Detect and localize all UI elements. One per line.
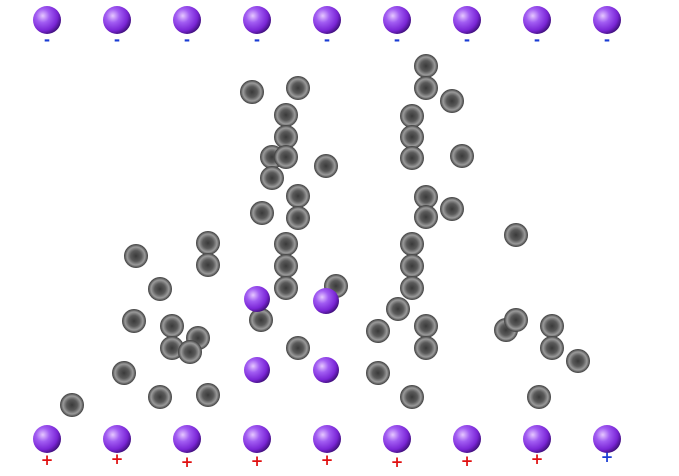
gray-atom [124, 244, 148, 268]
bottom-electrode-atom [173, 425, 201, 453]
gray-atom [286, 76, 310, 100]
gray-atom [274, 145, 298, 169]
top-electrode-atom [313, 6, 341, 34]
top-electrode-sign: - [114, 31, 120, 49]
bottom-electrode-atom [523, 425, 551, 453]
gray-atom [414, 314, 438, 338]
gray-atom [414, 205, 438, 229]
interior-purple-atom [313, 288, 339, 314]
gray-atom [160, 336, 184, 360]
interior-purple-atom [313, 357, 339, 383]
gray-atom [148, 385, 172, 409]
gray-atom [400, 232, 424, 256]
purple-atoms [33, 6, 621, 453]
bottom-electrode-atom [313, 425, 341, 453]
bottom-electrode-sign: + [391, 453, 404, 471]
top-electrode-sign: - [324, 31, 330, 49]
gray-atom [400, 254, 424, 278]
gray-atom [240, 80, 264, 104]
top-electrode-atom [103, 6, 131, 34]
gray-atom [414, 54, 438, 78]
gray-atom [286, 184, 310, 208]
gray-atom [504, 308, 528, 332]
top-electrode-atom [453, 6, 481, 34]
gray-atom [414, 76, 438, 100]
top-electrode-atom [523, 6, 551, 34]
gray-atom [274, 276, 298, 300]
bottom-electrode-sign: + [531, 450, 544, 468]
gray-atom [274, 232, 298, 256]
gray-atom [260, 166, 284, 190]
gray-atom [400, 276, 424, 300]
gray-atom [440, 89, 464, 113]
bottom-electrode-sign: + [181, 453, 194, 471]
bottom-electrode-atom [593, 425, 621, 453]
gray-atom [148, 277, 172, 301]
interior-purple-atom [244, 357, 270, 383]
top-electrode-sign: - [44, 31, 50, 49]
gray-atom [196, 231, 220, 255]
top-electrode-atom [243, 6, 271, 34]
gray-atoms [60, 54, 590, 417]
gray-atom [400, 385, 424, 409]
gray-atom [527, 385, 551, 409]
bottom-electrode-sign: + [41, 451, 54, 469]
top-electrode-sign: - [534, 31, 540, 49]
gray-atom [366, 319, 390, 343]
gray-atom [540, 336, 564, 360]
top-electrode-sign: - [184, 31, 190, 49]
bottom-electrode-atom [383, 425, 411, 453]
gray-atom [400, 146, 424, 170]
top-electrode-sign: - [604, 31, 610, 49]
gray-atom [274, 125, 298, 149]
bottom-electrode-atom [103, 425, 131, 453]
bottom-electrode-sign: + [111, 450, 124, 468]
top-electrode-atom [593, 6, 621, 34]
gray-atom [414, 336, 438, 360]
gray-atom [540, 314, 564, 338]
bottom-electrode-sign: + [321, 451, 334, 469]
top-electrode-sign: - [464, 31, 470, 49]
gray-atom [160, 314, 184, 338]
gray-atom [286, 336, 310, 360]
bottom-electrode-sign: + [251, 452, 264, 470]
top-electrode-atom [33, 6, 61, 34]
gray-atom [414, 185, 438, 209]
gray-atom [286, 206, 310, 230]
bottom-electrode-sign: + [461, 452, 474, 470]
gray-atom [178, 340, 202, 364]
gray-atom [196, 383, 220, 407]
gray-atom [122, 309, 146, 333]
gray-atom [274, 103, 298, 127]
gray-atom [504, 223, 528, 247]
gray-atom [440, 197, 464, 221]
electrode-signs: - - - - - - - - - + + + + + + + + + [41, 31, 614, 471]
bottom-electrode-sign: + [601, 448, 614, 466]
gray-atom [566, 349, 590, 373]
gray-atom [450, 144, 474, 168]
bottom-electrode-atom [33, 425, 61, 453]
gray-atom [250, 201, 274, 225]
gray-atom [314, 154, 338, 178]
gray-atom [249, 308, 273, 332]
top-electrode-atom [383, 6, 411, 34]
gray-atom [274, 254, 298, 278]
bottom-electrode-atom [453, 425, 481, 453]
gray-atom [60, 393, 84, 417]
gray-atom [112, 361, 136, 385]
gray-atom [386, 297, 410, 321]
gray-atom [400, 104, 424, 128]
interior-purple-atom [244, 286, 270, 312]
gray-atom [400, 125, 424, 149]
gray-atom [366, 361, 390, 385]
bottom-electrode-atom [243, 425, 271, 453]
top-electrode-sign: - [254, 31, 260, 49]
top-electrode-sign: - [394, 31, 400, 49]
top-electrode-atom [173, 6, 201, 34]
gray-atom [196, 253, 220, 277]
